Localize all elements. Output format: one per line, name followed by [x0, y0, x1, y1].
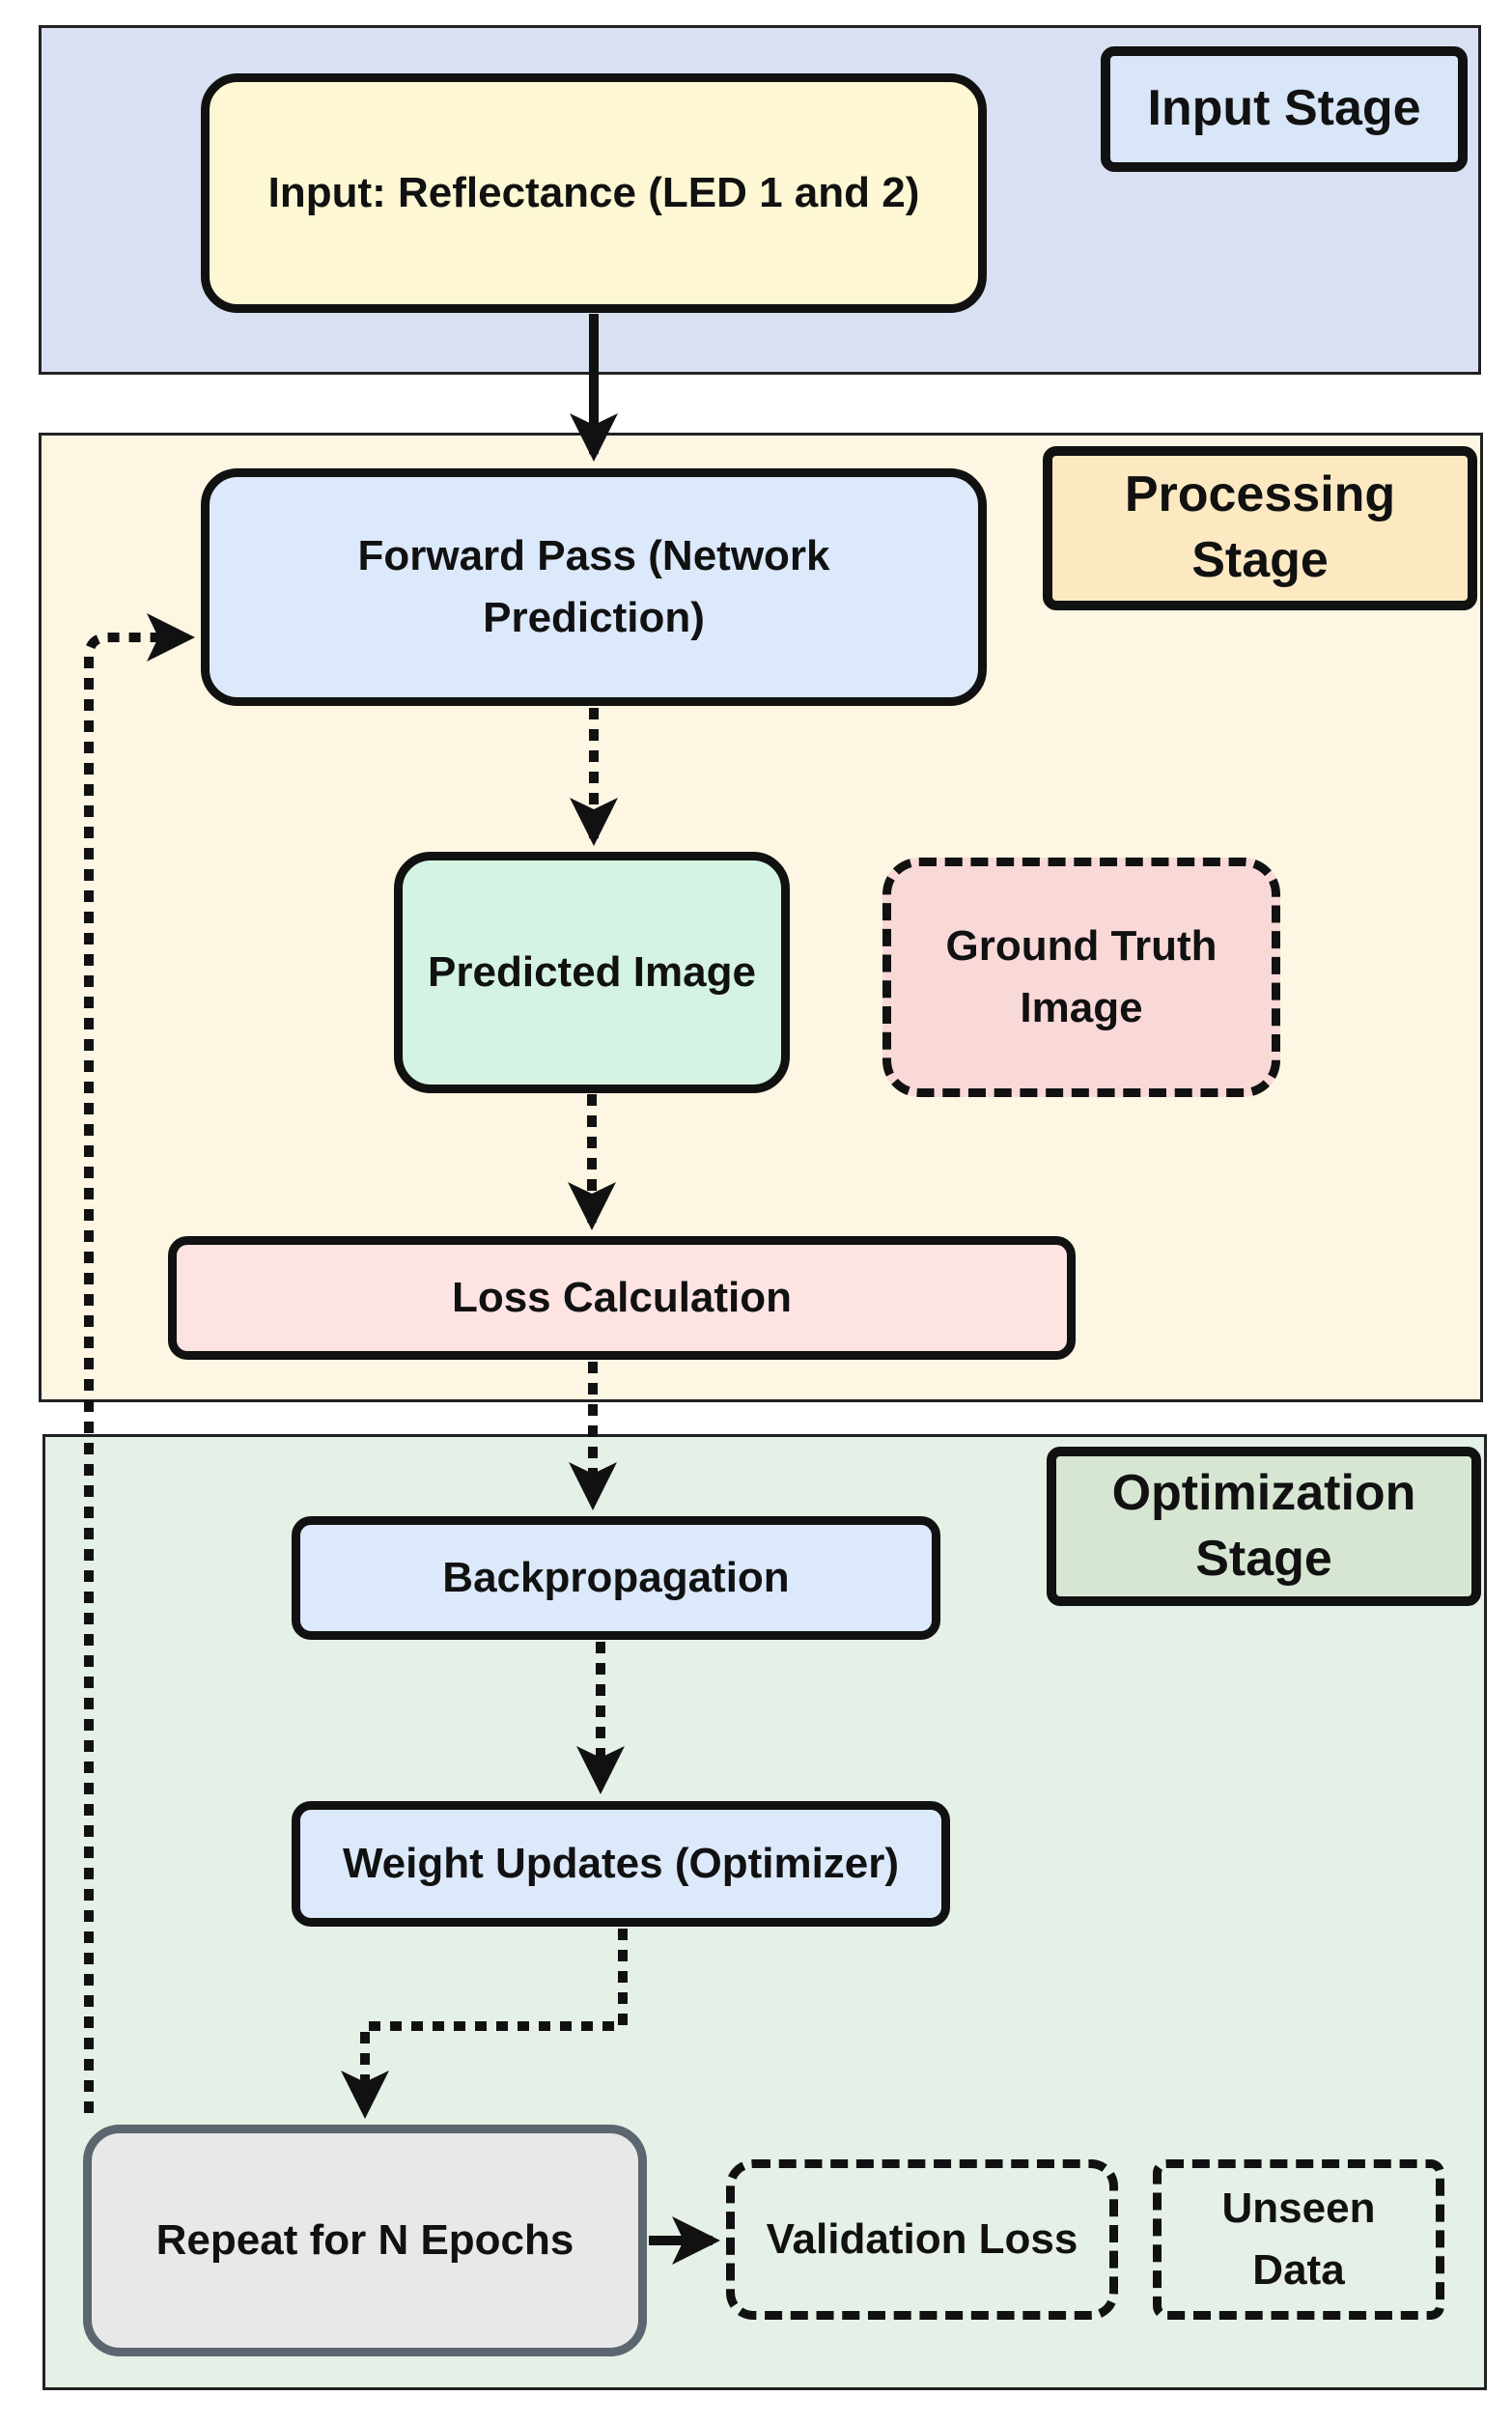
- weight-updates-node: Weight Updates (Optimizer): [292, 1801, 950, 1927]
- loss-calculation-node: Loss Calculation: [168, 1236, 1076, 1360]
- input-reflectance-node: Input: Reflectance (LED 1 and 2): [201, 73, 987, 313]
- repeat-epochs-node: Repeat for N Epochs: [83, 2125, 647, 2356]
- optimization-stage-label: Optimization Stage: [1047, 1447, 1481, 1606]
- validation-loss-node: Validation Loss: [726, 2159, 1118, 2320]
- ground-truth-image-node: Ground Truth Image: [882, 858, 1280, 1097]
- forward-pass-node: Forward Pass (Network Prediction): [201, 468, 987, 706]
- unseen-data-node: Unseen Data: [1153, 2159, 1444, 2320]
- predicted-image-node: Predicted Image: [394, 852, 790, 1093]
- processing-stage-label: Processing Stage: [1043, 446, 1477, 610]
- backpropagation-node: Backpropagation: [292, 1516, 940, 1640]
- input-stage-label: Input Stage: [1101, 46, 1468, 172]
